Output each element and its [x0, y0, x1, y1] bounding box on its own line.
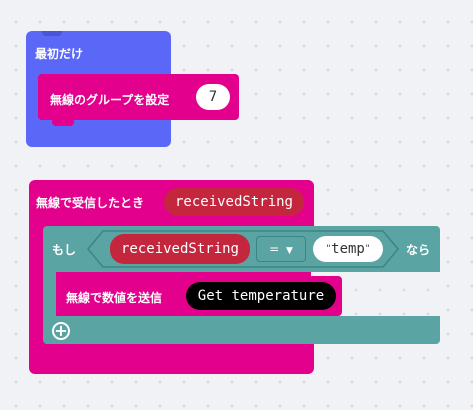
temp-string-input[interactable]: "temp"	[313, 236, 383, 262]
open-quote-icon: "	[325, 244, 332, 254]
radio-set-group-label: 無線のグループを設定	[50, 93, 170, 107]
received-string-param[interactable]: receivedString	[164, 188, 304, 216]
plus-circle-icon[interactable]: +	[52, 322, 70, 340]
group-number-input[interactable]: 7	[196, 84, 230, 110]
temp-string-value: temp	[331, 241, 365, 257]
if-label: もし	[52, 243, 77, 257]
then-label: なら	[406, 243, 431, 257]
chevron-down-icon: ▼	[285, 246, 293, 256]
operator-symbol: =	[269, 242, 280, 256]
close-quote-icon: "	[364, 244, 371, 254]
received-string-variable[interactable]: receivedString	[110, 234, 250, 264]
on-radio-received-label: 無線で受信したとき	[36, 196, 145, 210]
on-start-label: 最初だけ	[35, 47, 84, 61]
operator-dropdown[interactable]: = ▼	[256, 236, 306, 262]
send-string-value[interactable]: Get temperature	[186, 282, 336, 310]
block-notch	[42, 31, 62, 36]
radio-send-label: 無線で数値を送信	[66, 291, 163, 305]
block-tab	[52, 120, 74, 126]
